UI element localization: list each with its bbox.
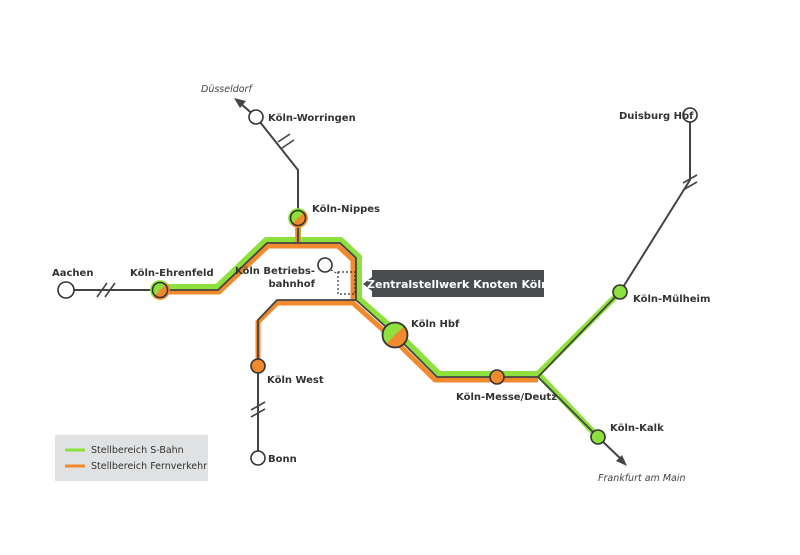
- station-bonn: [250, 450, 266, 466]
- stations: [57, 107, 698, 466]
- station-nippes: [289, 209, 307, 227]
- station-kalk: [590, 429, 606, 445]
- label-duesseldorf: Düsseldorf: [201, 84, 253, 95]
- callout-text: Zentralstellwerk Knoten Köln: [367, 278, 549, 291]
- label-betriebsbahnhof-2: bahnhof: [269, 279, 316, 290]
- label-nippes: Köln-Nippes: [312, 204, 380, 215]
- station-betriebsbahnhof: [317, 257, 333, 273]
- label-kalk: Köln-Kalk: [610, 423, 664, 434]
- split-stations: [150, 208, 409, 349]
- label-frankfurt: Frankfurt am Main: [598, 473, 686, 484]
- arrow-frankfurt-icon: [616, 455, 627, 466]
- station-aachen: [57, 281, 75, 299]
- station-messe-deutz: [489, 369, 505, 385]
- signal-box-marker: [337, 271, 356, 295]
- legend-label-fernverkehr: Stellbereich Fernverkehr: [91, 461, 207, 472]
- connector-line: [330, 269, 339, 275]
- legend: Stellbereich S-Bahn Stellbereich Fernver…: [55, 435, 208, 481]
- station-hbf: [381, 321, 409, 349]
- station-duisburg: [682, 107, 698, 123]
- arrow-duesseldorf-icon: [234, 98, 246, 108]
- legend-label-sbahn: Stellbereich S-Bahn: [91, 445, 184, 456]
- label-duisburg: Duisburg Hbf: [619, 111, 694, 122]
- station-worringen: [248, 109, 264, 125]
- label-aachen: Aachen: [52, 268, 93, 279]
- fernverkehr-area: [160, 218, 538, 383]
- label-ehrenfeld: Köln-Ehrenfeld: [130, 268, 214, 279]
- station-ehrenfeld: [151, 281, 169, 299]
- station-muelheim: [612, 284, 628, 300]
- break-marks: [96, 133, 698, 418]
- label-bonn: Bonn: [268, 454, 297, 465]
- label-west: Köln West: [267, 375, 324, 386]
- callout-zentralstellwerk: Zentralstellwerk Knoten Köln: [363, 270, 549, 297]
- label-betriebsbahnhof-1: Köln Betriebs-: [235, 266, 315, 277]
- label-muelheim: Köln-Mülheim: [633, 294, 710, 305]
- track-muelheim-duisburg: [619, 115, 691, 293]
- label-messe-deutz: Köln-Messe/Deutz: [456, 392, 557, 403]
- track-worringen-nippes: [255, 116, 299, 218]
- station-west: [250, 358, 266, 374]
- label-hbf: Köln Hbf: [411, 319, 460, 330]
- label-worringen: Köln-Worringen: [268, 113, 356, 124]
